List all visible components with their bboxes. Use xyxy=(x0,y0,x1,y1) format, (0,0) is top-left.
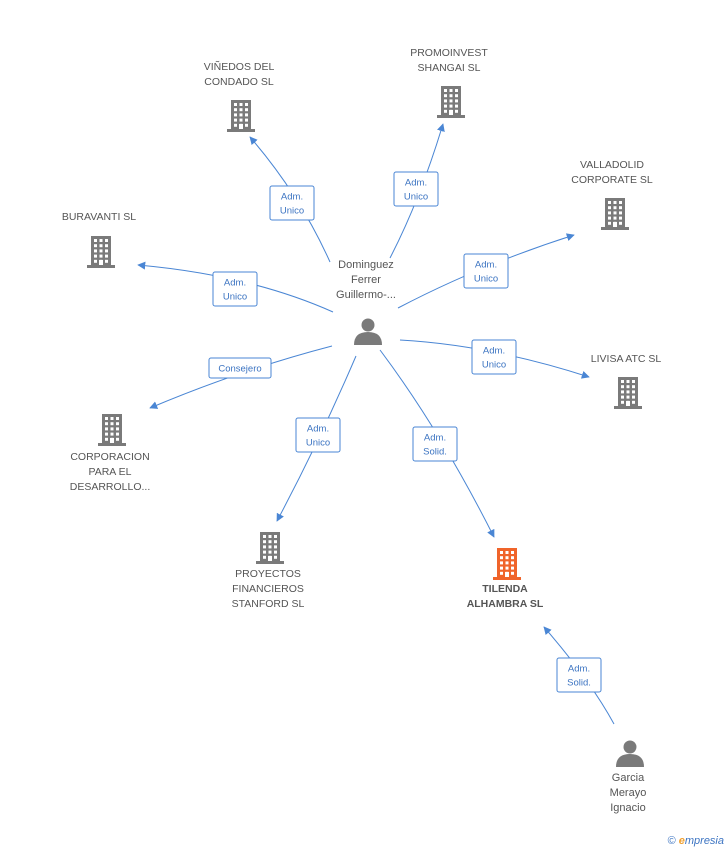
footer-brand: ©empresia xyxy=(668,835,724,847)
relation-role-text: Unico xyxy=(280,206,304,217)
relation-edge-p1-c2[interactable]: Adm. Unico xyxy=(389,123,445,259)
company-name-text[interactable]: FINANCIEROS xyxy=(232,583,304,595)
relation-role-text: Unico xyxy=(482,360,506,371)
person-name-text[interactable]: Guillermo-... xyxy=(336,289,396,301)
person-name-text[interactable]: Garcia xyxy=(612,772,645,784)
company-name-text[interactable]: LIVISA ATC SL xyxy=(591,353,662,365)
relation-role-text: Unico xyxy=(306,438,330,449)
relation-edge-p2-c8[interactable]: Adm. Solid. xyxy=(543,626,615,725)
person-name-text[interactable]: Dominguez xyxy=(338,259,394,271)
relation-edge-p1-c6[interactable]: Consejero xyxy=(149,345,333,409)
company-node-c5[interactable]: LIVISA ATC SL xyxy=(591,353,662,409)
person-icon xyxy=(354,318,382,345)
relation-role-text: Solid. xyxy=(423,447,447,458)
company-node-c1[interactable]: VIÑEDOS DEL CONDADO SL xyxy=(204,60,275,132)
brand-logo-text: mpresia xyxy=(684,835,724,847)
building-icon xyxy=(437,86,465,118)
company-node-c6[interactable]: CORPORACION PARA EL DESARROLLO... xyxy=(70,414,151,493)
person-name-text[interactable]: Merayo xyxy=(610,787,647,799)
relation-role-text: Unico xyxy=(474,274,498,285)
building-icon xyxy=(614,377,642,409)
relation-role-text: Adm. xyxy=(475,260,497,271)
company-name-text[interactable]: CONDADO SL xyxy=(204,76,274,88)
relation-edge-p1-c4[interactable]: Adm. Unico xyxy=(137,261,334,313)
relation-role-text: Adm. xyxy=(307,424,329,435)
edges-layer: Adm.UnicoAdm.UnicoAdm.UnicoAdm.UnicoAdm.… xyxy=(137,123,615,725)
relation-role-text: Adm. xyxy=(424,433,446,444)
relation-role-text: Adm. xyxy=(281,192,303,203)
company-name-text[interactable]: CORPORACION xyxy=(70,451,149,463)
company-name-text[interactable]: TILENDA xyxy=(482,583,528,595)
building-icon xyxy=(493,548,521,580)
relation-role-text: Adm. xyxy=(483,346,505,357)
relation-edge-p1-c7[interactable]: Adm. Unico xyxy=(276,355,357,522)
relation-label-box[interactable] xyxy=(556,657,602,693)
building-icon xyxy=(227,100,255,132)
company-name-text[interactable]: DESARROLLO... xyxy=(70,481,151,493)
company-name-text[interactable]: ALHAMBRA SL xyxy=(467,598,544,610)
company-node-c2[interactable]: PROMOINVEST SHANGAI SL xyxy=(410,47,488,118)
company-name-text[interactable]: SHANGAI SL xyxy=(417,62,480,74)
building-icon xyxy=(98,414,126,446)
person-name-text[interactable]: Ignacio xyxy=(610,802,645,814)
relation-role-text: Unico xyxy=(223,292,247,303)
relation-label-box[interactable] xyxy=(471,339,517,375)
company-node-c3[interactable]: VALLADOLID CORPORATE SL xyxy=(571,159,653,230)
relation-role-text: Adm. xyxy=(568,664,590,675)
relation-edge-p1-c1[interactable]: Adm. Unico xyxy=(249,136,331,263)
building-icon xyxy=(601,198,629,230)
relation-label-box[interactable] xyxy=(412,426,458,462)
company-node-c8[interactable]: TILENDA ALHAMBRA SL xyxy=(467,548,544,610)
relation-label-box[interactable] xyxy=(208,357,272,379)
relation-role-text: Unico xyxy=(404,192,428,203)
company-name-text[interactable]: BURAVANTI SL xyxy=(62,211,136,223)
company-name-text[interactable]: PROYECTOS xyxy=(235,568,301,580)
copyright-symbol: © xyxy=(667,835,676,847)
relation-edge-p1-c8[interactable]: Adm. Solid. xyxy=(379,349,495,538)
company-name-text[interactable]: VIÑEDOS DEL xyxy=(204,60,275,73)
company-name-text[interactable]: CORPORATE SL xyxy=(571,174,653,186)
company-node-c4[interactable]: BURAVANTI SL xyxy=(62,211,136,268)
company-node-c7[interactable]: PROYECTOS FINANCIEROS STANFORD SL xyxy=(232,532,305,610)
company-name-text[interactable]: STANFORD SL xyxy=(232,598,305,610)
relation-edge-p1-c3[interactable]: Adm. Unico xyxy=(397,233,575,309)
company-name-text[interactable]: PROMOINVEST xyxy=(410,47,488,59)
relation-edge-p1-c5[interactable]: Adm. Unico xyxy=(399,339,590,379)
person-node-p1[interactable]: DominguezFerrerGuillermo-... xyxy=(336,259,396,345)
relation-role-text: Adm. xyxy=(224,278,246,289)
relation-role-text: Consejero xyxy=(218,364,261,375)
brand-logo-initial: e xyxy=(678,835,685,847)
company-name-text[interactable]: PARA EL xyxy=(89,466,132,478)
building-icon xyxy=(87,236,115,268)
company-name-text[interactable]: VALLADOLID xyxy=(580,159,644,171)
building-icon xyxy=(256,532,284,564)
person-icon xyxy=(616,740,644,767)
relation-label-box[interactable] xyxy=(393,171,439,207)
relation-label-box[interactable] xyxy=(269,185,315,221)
relation-label-box[interactable] xyxy=(212,271,258,307)
relation-role-text: Adm. xyxy=(405,178,427,189)
relation-label-box[interactable] xyxy=(463,253,509,289)
relation-label-box[interactable] xyxy=(295,417,341,453)
person-name-text[interactable]: Ferrer xyxy=(351,274,381,286)
relation-role-text: Solid. xyxy=(567,678,591,689)
